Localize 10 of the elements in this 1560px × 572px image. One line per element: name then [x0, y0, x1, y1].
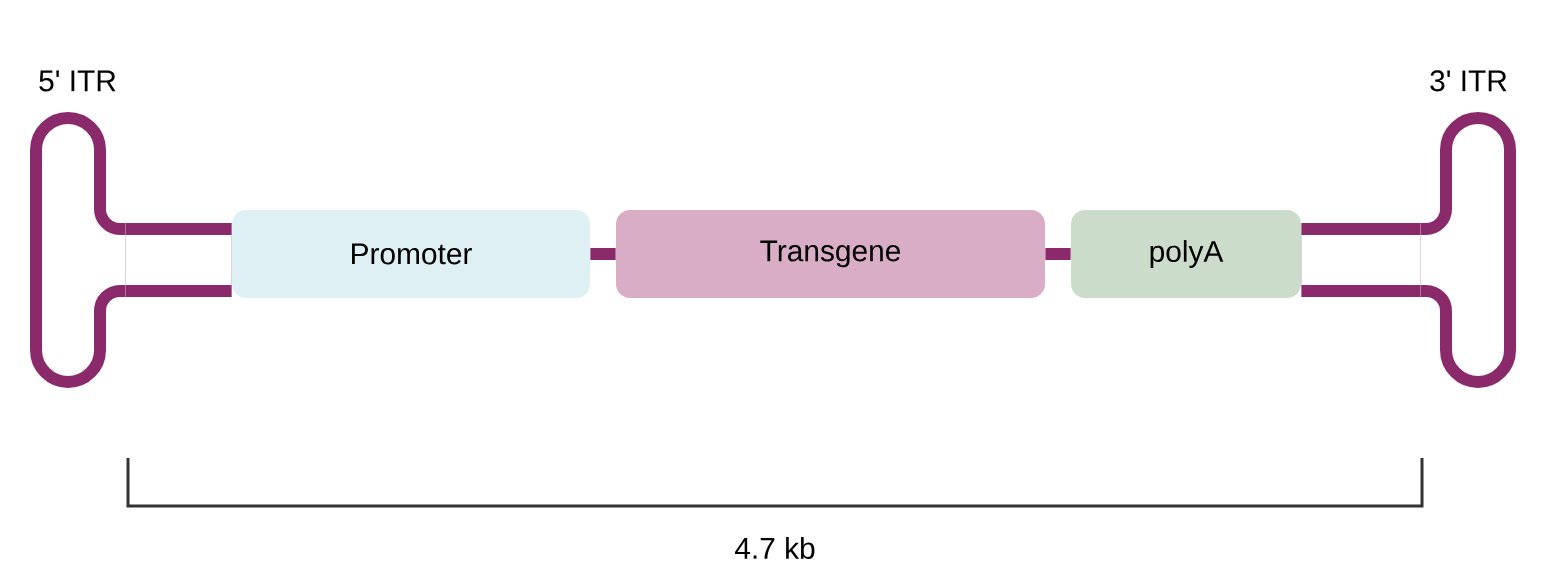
element-box: polyA: [1071, 210, 1301, 298]
connector-line: [1045, 248, 1071, 260]
itr-hairpin: 3' ITR: [1420, 70, 1516, 388]
element-box: Promoter: [232, 210, 590, 298]
element-box: Transgene: [616, 210, 1045, 298]
connector-line: [590, 248, 616, 260]
itr-hairpin: 5' ITR: [30, 70, 126, 388]
dimension-label: 4.7 kb: [735, 537, 815, 559]
connector-line: [125, 223, 232, 297]
connector-line: [1301, 223, 1421, 297]
